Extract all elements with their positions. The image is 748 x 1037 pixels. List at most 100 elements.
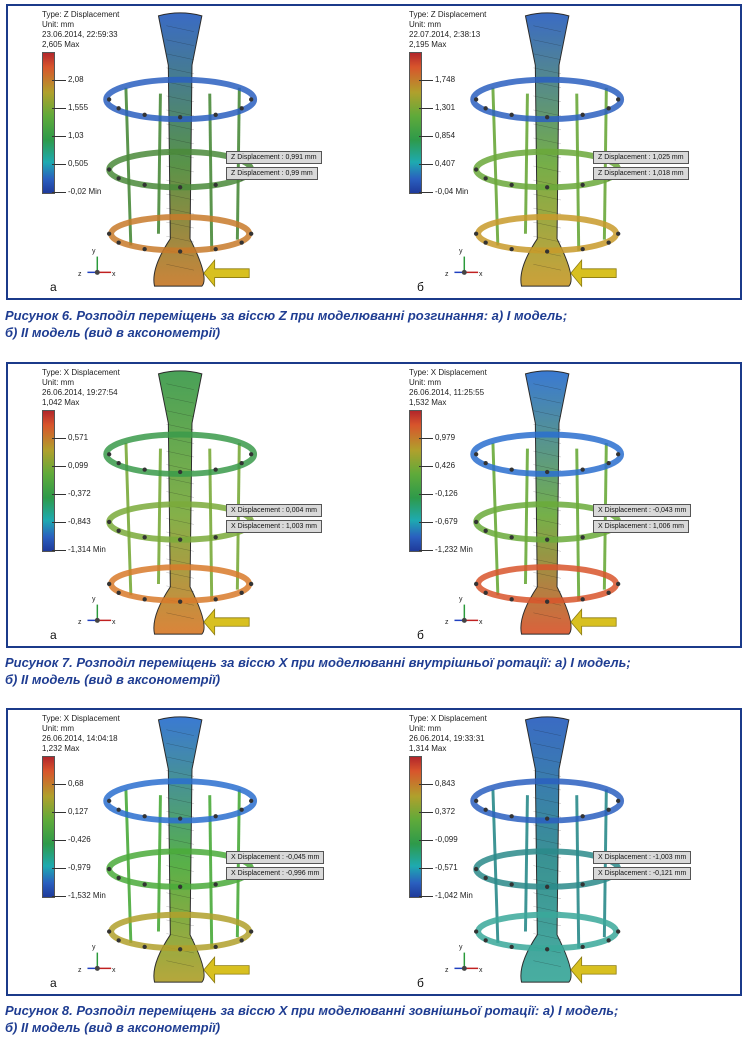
ring-bolts bbox=[106, 798, 254, 952]
result-unit: Unit: mm bbox=[42, 378, 74, 387]
legend-tick bbox=[419, 494, 433, 495]
bone-fixator-model bbox=[87, 12, 258, 288]
result-type: Type: X Displacement bbox=[42, 368, 120, 377]
axis-label: y bbox=[92, 596, 96, 603]
legend-tick bbox=[52, 812, 66, 813]
legend-tick-label: -0,571 bbox=[435, 863, 458, 872]
displacement-callout: X Displacement : 1,006 mm bbox=[593, 520, 689, 534]
result-type: Type: X Displacement bbox=[409, 714, 487, 723]
legend-tick bbox=[419, 840, 433, 841]
panel-letter: б bbox=[417, 280, 424, 294]
legend-tick-label: -0,372 bbox=[68, 489, 91, 498]
legend-tick bbox=[419, 522, 433, 523]
legend-tick bbox=[52, 494, 66, 495]
legend-tick-label: -0,126 bbox=[435, 489, 458, 498]
legend-min-label: -0,02 Min bbox=[68, 187, 102, 196]
legend-tick bbox=[52, 438, 66, 439]
axis-triad-icon bbox=[87, 604, 112, 623]
axis-label: y bbox=[459, 596, 463, 603]
legend-tick-label: 1,555 bbox=[68, 103, 89, 112]
result-date: 26.06.2014, 19:33:31 bbox=[409, 734, 485, 743]
result-max: 1,232 Max bbox=[42, 744, 80, 753]
axis-triad-icon bbox=[454, 256, 479, 275]
result-unit: Unit: mm bbox=[409, 724, 441, 733]
displacement-callout: X Displacement : -0,045 mm bbox=[226, 851, 325, 865]
result-date: 22.07.2014, 2:38:13 bbox=[409, 30, 481, 39]
axis-label: x bbox=[112, 619, 116, 626]
legend-tick-label: 0,843 bbox=[435, 779, 456, 788]
result-max: 2,605 Max bbox=[42, 40, 80, 49]
legend-tick-label: 0,426 bbox=[435, 461, 456, 470]
panel-letter: б bbox=[417, 976, 424, 990]
displacement-callout: Z Displacement : 1,018 mm bbox=[593, 167, 689, 181]
legend-tick bbox=[52, 868, 66, 869]
load-arrow bbox=[570, 258, 617, 288]
result-type: Type: X Displacement bbox=[42, 714, 120, 723]
legend-tick bbox=[419, 136, 433, 137]
color-legend-bar bbox=[409, 410, 422, 552]
legend-tick-label: 0,854 bbox=[435, 131, 456, 140]
figure-6-caption: Рисунок 6. Розподіл переміщень за віссю … bbox=[5, 307, 745, 341]
mesh-lines bbox=[166, 383, 195, 619]
displacement-callout: X Displacement : -0,121 mm bbox=[593, 867, 692, 881]
result-unit: Unit: mm bbox=[42, 724, 74, 733]
result-date: 26.06.2014, 11:25:55 bbox=[409, 388, 485, 397]
bone-fixator-model bbox=[87, 716, 258, 984]
legend-tick-label: 0,372 bbox=[435, 807, 456, 816]
legend-tick bbox=[52, 840, 66, 841]
legend-tick-label: 2,08 bbox=[68, 75, 84, 84]
panel-letter: б bbox=[417, 628, 424, 642]
axis-label: z bbox=[78, 271, 82, 278]
result-type: Type: Z Displacement bbox=[409, 10, 487, 19]
bone-fixator-model bbox=[454, 12, 625, 288]
figure-8-caption: Рисунок 8. Розподіл переміщень за віссю … bbox=[5, 1002, 745, 1036]
bone-fixator-model bbox=[454, 716, 625, 984]
legend-min-label: -0,04 Min bbox=[435, 187, 469, 196]
legend-tick bbox=[52, 522, 66, 523]
caption-line-1: Рисунок 8. Розподіл переміщень за віссю … bbox=[5, 1003, 619, 1018]
legend-tick bbox=[419, 80, 433, 81]
axis-triad-icon bbox=[454, 604, 479, 623]
axis-triad-icon bbox=[87, 952, 112, 971]
load-arrow bbox=[203, 258, 250, 288]
axis-label: y bbox=[92, 944, 96, 951]
displacement-callout: X Displacement : 0,004 mm bbox=[226, 504, 322, 518]
result-max: 1,042 Max bbox=[42, 398, 80, 407]
result-max: 2,195 Max bbox=[409, 40, 447, 49]
axis-label: z bbox=[78, 619, 82, 626]
axis-label: x bbox=[112, 271, 116, 278]
caption-line-2: б) ІІ модель (вид в аксонометрії) bbox=[5, 325, 221, 340]
caption-line-2: б) ІІ модель (вид в аксонометрії) bbox=[5, 1020, 221, 1035]
legend-tick-label: 0,099 bbox=[68, 461, 89, 470]
displacement-callout: Z Displacement : 1,025 mm bbox=[593, 151, 689, 165]
legend-tick-label: -0,426 bbox=[68, 835, 91, 844]
result-unit: Unit: mm bbox=[409, 20, 441, 29]
legend-tick bbox=[52, 896, 66, 897]
legend-min-label: -1,232 Min bbox=[435, 545, 473, 554]
legend-tick-label: 0,505 bbox=[68, 159, 89, 168]
panel-letter: а bbox=[50, 976, 57, 990]
color-legend-bar bbox=[42, 410, 55, 552]
displacement-callout: X Displacement : -0,043 mm bbox=[593, 504, 692, 518]
legend-tick bbox=[419, 550, 433, 551]
legend-tick-label: -0,843 bbox=[68, 517, 91, 526]
color-legend-bar bbox=[42, 52, 55, 194]
legend-min-label: -1,532 Min bbox=[68, 891, 106, 900]
legend-tick bbox=[52, 784, 66, 785]
legend-tick bbox=[52, 164, 66, 165]
axis-label: x bbox=[479, 967, 483, 974]
legend-min-label: -1,042 Min bbox=[435, 891, 473, 900]
result-date: 26.06.2014, 14:04:18 bbox=[42, 734, 118, 743]
displacement-callout: X Displacement : -0,996 mm bbox=[226, 867, 325, 881]
axis-triad-icon bbox=[454, 952, 479, 971]
